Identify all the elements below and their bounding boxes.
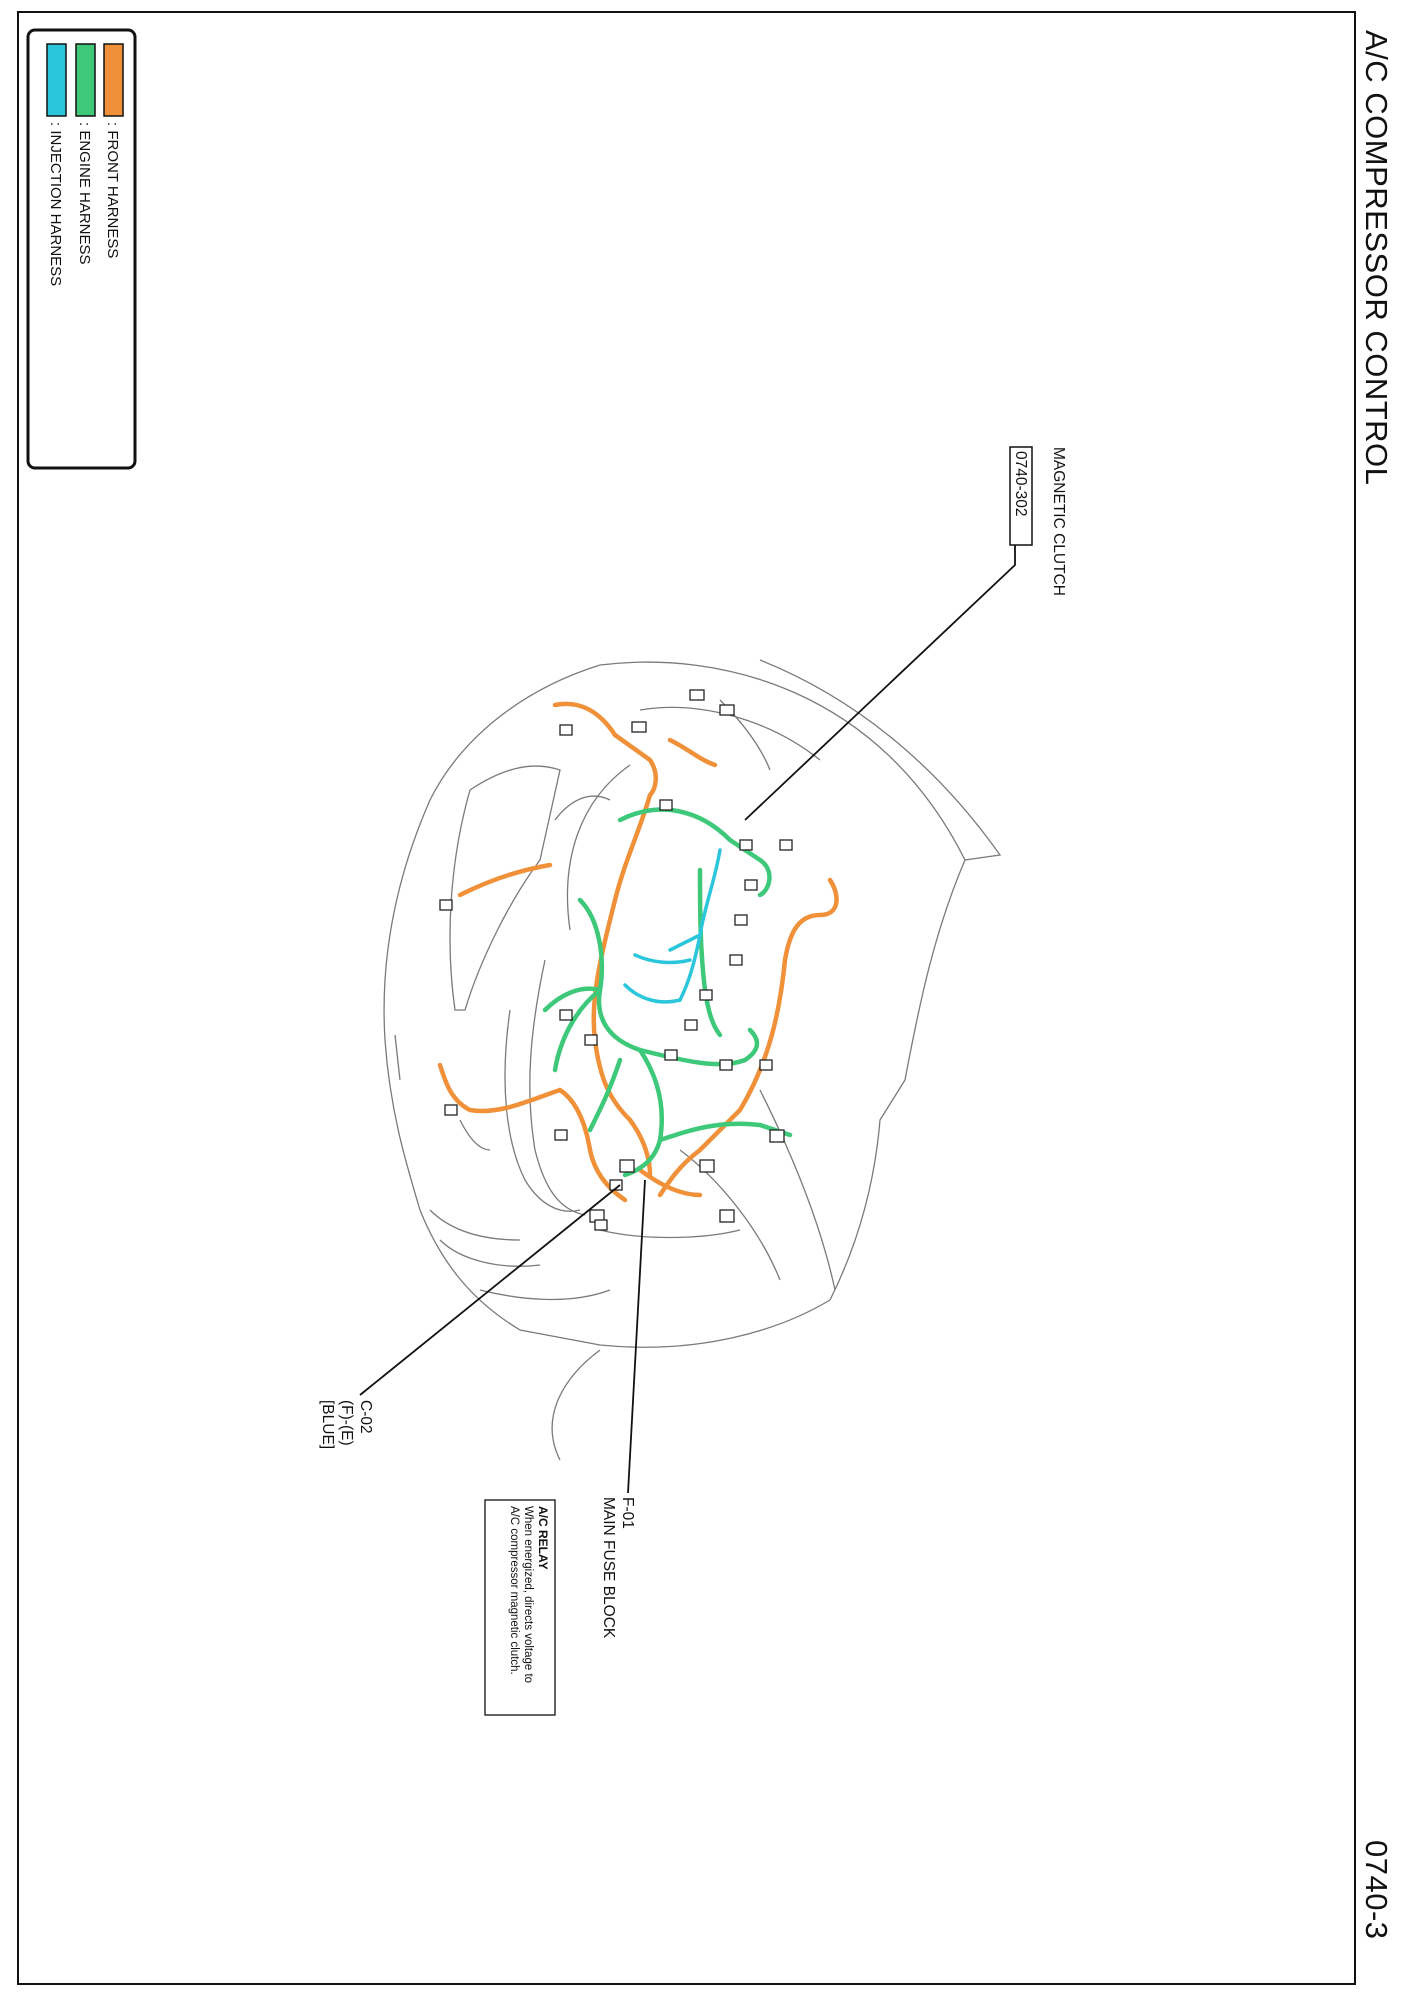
leader-lines [359, 545, 1016, 1494]
f01-name: MAIN FUSE BLOCK [600, 1497, 617, 1639]
c02-code: C-02 [357, 1400, 374, 1434]
c02-color: [BLUE] [319, 1400, 336, 1450]
legend-label-engine: : ENGINE HARNESS [76, 122, 93, 265]
legend-label-injection: : INJECTION HARNESS [47, 122, 64, 287]
legend-label-front: : FRONT HARNESS [104, 122, 121, 259]
leader-magnetic-clutch [744, 545, 1016, 821]
leader-c02 [359, 1184, 621, 1396]
ac-relay-note-title: A/C RELAY [536, 1506, 550, 1570]
ac-relay-note-line1: When energized, directs voltage to [522, 1506, 534, 1684]
engine-harness-routing [542, 807, 793, 1178]
ac-relay-note-box [484, 1499, 556, 1716]
f01-code: F-01 [619, 1497, 636, 1529]
legend-box [26, 28, 137, 470]
injection-harness-routing [623, 848, 722, 1004]
vehicle-outline [383, 659, 1002, 1461]
ac-relay-note-line2: A/C compressor magnetic clutch. [508, 1506, 520, 1675]
legend-swatch-front [103, 43, 124, 117]
legend-swatch-engine [75, 43, 96, 117]
page-number: 0740-3 [1359, 1840, 1394, 1940]
harness-connectors [439, 689, 793, 1231]
legend-swatch-injection [46, 43, 67, 117]
magnetic-clutch-ref-box [1009, 446, 1033, 546]
magnetic-clutch-ref: 0740-302 [1012, 451, 1029, 517]
magnetic-clutch-label: MAGNETIC CLUTCH [1050, 447, 1067, 596]
sheet-frame [17, 11, 1356, 1985]
page-title: A/C COMPRESSOR CONTROL [1359, 30, 1394, 486]
c02-pins: (F)-(E) [338, 1400, 355, 1446]
leader-f01 [627, 1179, 646, 1494]
